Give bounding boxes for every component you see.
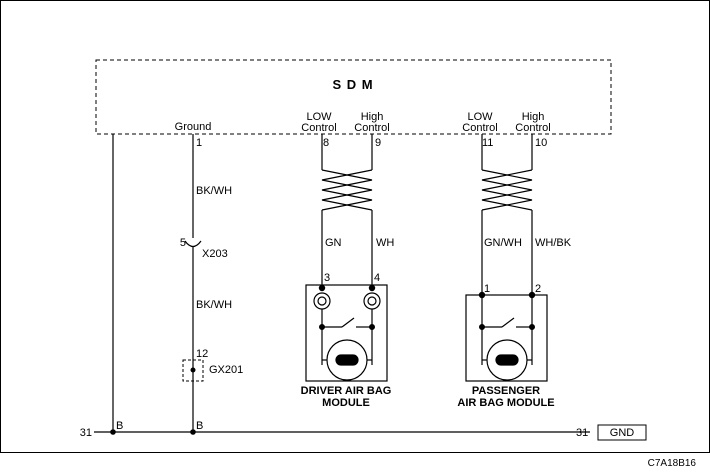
passenger-low-wire-color: GN/WH: [484, 237, 522, 249]
pin-8-label-line1: LOW: [306, 111, 332, 123]
ground-wire-lower-color: BK/WH: [196, 299, 232, 311]
driver-module-name-line1: DRIVER AIR BAG: [301, 385, 392, 397]
driver-low-wire-color: GN: [325, 237, 342, 249]
passenger-module-name-line2: AIR BAG MODULE: [457, 397, 554, 409]
driver-pin-b: 4: [374, 272, 380, 284]
pin-10-label-line2: Control: [515, 122, 550, 134]
pin-11-label-line2: Control: [462, 122, 497, 134]
splice-right-dot: [190, 429, 196, 435]
gx201-name: GX201: [209, 364, 243, 376]
passenger-airbag-module: [465, 291, 548, 382]
pin-9-label-line1: High: [361, 111, 384, 123]
pin-11-number: 11: [482, 137, 493, 149]
x203-connector-symbol: [184, 240, 202, 248]
gx201-dot: [190, 367, 196, 373]
passenger-twisted-pair: [481, 134, 533, 295]
pin-8-number: 8: [323, 137, 329, 149]
gnd-label: GND: [610, 427, 635, 439]
pin-11-label-line1: LOW: [467, 111, 493, 123]
driver-high-wire-color: WH: [376, 237, 394, 249]
ground-wire-upper-color: BK/WH: [196, 185, 232, 197]
driver-airbag-module: [305, 284, 388, 382]
splice-left-dot: [110, 429, 116, 435]
splice-right-label: B: [196, 420, 203, 432]
ground-bus-left-ref: 31: [80, 427, 92, 439]
sdm-title: S D M: [332, 77, 373, 92]
pin-10-number: 10: [535, 137, 547, 149]
driver-pin-a: 3: [324, 272, 330, 284]
gnd-label-box: [597, 424, 647, 441]
x203-pin-number: 5: [180, 237, 186, 249]
passenger-pin-a: 1: [484, 283, 490, 295]
pin-9-label-line2: Control: [354, 122, 389, 134]
passenger-high-wire-color: WH/BK: [535, 237, 572, 249]
pin-9-number: 9: [375, 137, 381, 149]
figure-code: C7A18B16: [648, 458, 697, 469]
pin-8-label-line2: Control: [301, 122, 336, 134]
x203-name: X203: [202, 248, 228, 260]
pin-10-label-line1: High: [522, 111, 545, 123]
pin-1-number: 1: [196, 137, 202, 149]
passenger-module-name-line1: PASSENGER: [472, 385, 540, 397]
driver-module-name-line2: MODULE: [322, 397, 370, 409]
splice-left-label: B: [116, 420, 123, 432]
gx201-box: [182, 359, 204, 382]
passenger-pin-b: 2: [535, 283, 541, 295]
ground-bus-right-ref: 31: [576, 427, 588, 439]
driver-twisted-pair: [321, 134, 373, 288]
gx201-pin-number: 12: [196, 348, 208, 360]
pin-ground-label: Ground: [175, 121, 212, 133]
sdm-box: [95, 59, 612, 135]
